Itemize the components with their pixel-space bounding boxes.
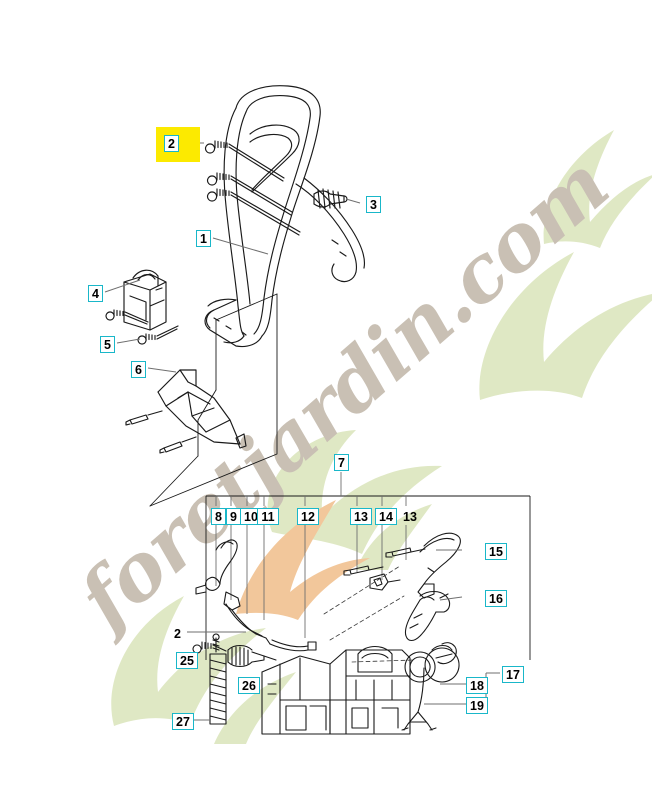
callout-label-2[interactable]: 2 bbox=[164, 135, 179, 152]
callout-label-18[interactable]: 18 bbox=[466, 677, 488, 694]
callout-label-26[interactable]: 26 bbox=[238, 677, 260, 694]
callout-label-15[interactable]: 15 bbox=[485, 543, 507, 560]
callout-label-6[interactable]: 6 bbox=[131, 361, 146, 378]
callout-label-14[interactable]: 14 bbox=[375, 508, 397, 525]
callout-label-8[interactable]: 8 bbox=[211, 508, 226, 525]
callout-label-16[interactable]: 16 bbox=[485, 590, 507, 607]
callout-label-3[interactable]: 3 bbox=[366, 196, 381, 213]
callout-label-17[interactable]: 17 bbox=[502, 666, 524, 683]
callout-label-11[interactable]: 11 bbox=[257, 508, 279, 525]
callout-label-27[interactable]: 27 bbox=[172, 713, 194, 730]
callout-label-5[interactable]: 5 bbox=[100, 336, 115, 353]
callout-label-12[interactable]: 12 bbox=[297, 508, 319, 525]
callout-label-1[interactable]: 1 bbox=[196, 230, 211, 247]
callout-label-19[interactable]: 19 bbox=[466, 697, 488, 714]
callout-label-13-alt[interactable]: 13 bbox=[403, 509, 417, 524]
callout-label-7[interactable]: 7 bbox=[334, 454, 349, 471]
callout-label-4[interactable]: 4 bbox=[88, 285, 103, 302]
callout-label-2-alt[interactable]: 2 bbox=[174, 626, 181, 641]
callout-label-25[interactable]: 25 bbox=[176, 652, 198, 669]
callout-label-13[interactable]: 13 bbox=[350, 508, 372, 525]
callout-label-9[interactable]: 9 bbox=[226, 508, 241, 525]
